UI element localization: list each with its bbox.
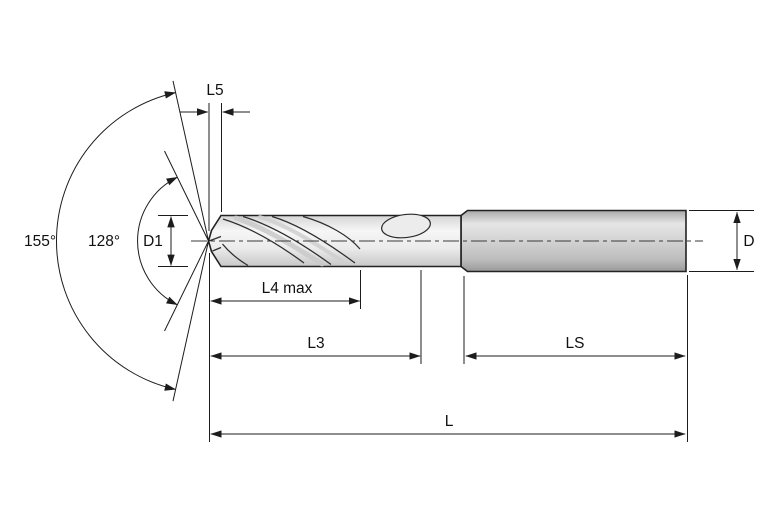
cutting-lip-line [212, 246, 222, 252]
dim-label-l4-max: L4 max [262, 280, 313, 297]
point-detail [208, 235, 222, 252]
flute-line [222, 218, 305, 264]
flute-line [302, 215, 361, 250]
drill [207, 209, 687, 273]
dimension-d: D [689, 210, 755, 272]
dim-label-d: D [743, 233, 754, 250]
dimension-d1: D1 [143, 215, 188, 267]
angle-arc-outer [56, 91, 177, 391]
angle-arc-inner [137, 176, 178, 306]
flute-shade [233, 215, 325, 267]
angle-leg-outer-upper [172, 80, 209, 242]
flute-line [222, 243, 249, 267]
angle-annotations: 155° 128° [24, 80, 209, 402]
dimension-l3: L3 [210, 270, 422, 364]
dimension-l4-max: L4 max [210, 270, 361, 309]
dim-label-d1: D1 [143, 233, 163, 250]
dim-label-l5: L5 [206, 82, 223, 99]
angle-leg-outer-lower [172, 240, 209, 402]
angle-label-inner: 128° [88, 233, 120, 250]
dim-label-l3: L3 [307, 335, 324, 352]
dimension-ls: LS [463, 276, 686, 364]
flute-lines [222, 215, 361, 267]
dim-label-l: L [445, 413, 454, 430]
dimension-l5: L5 [180, 82, 250, 231]
dimension-l: L [210, 413, 686, 438]
dim-label-ls: LS [566, 335, 585, 352]
flute-line [242, 215, 332, 266]
cutting-lip-line [208, 235, 222, 242]
flute-shade [258, 215, 346, 264]
flute-shading [233, 215, 346, 267]
flute-line [271, 215, 356, 264]
angle-label-outer: 155° [24, 233, 56, 250]
flute-runout-oval [381, 213, 431, 239]
